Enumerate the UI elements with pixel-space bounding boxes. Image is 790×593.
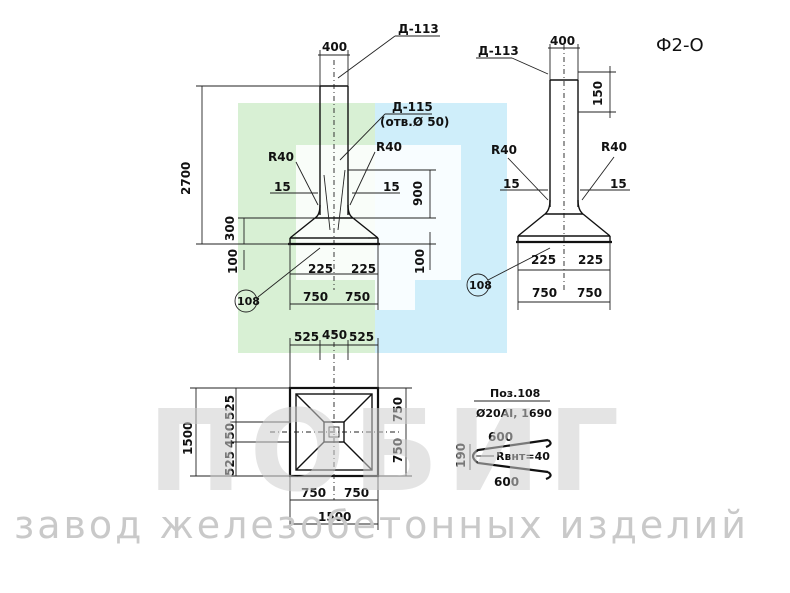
front-half-right: 750 <box>345 290 370 304</box>
bar-detail-height: 190 <box>454 443 468 468</box>
bar-detail-length-bottom: 600 <box>494 475 519 489</box>
side-inner-right: 225 <box>578 253 603 267</box>
plan-right-b: 750 <box>391 438 405 463</box>
front-top-width: 400 <box>322 40 347 54</box>
bar-detail-spec: Ø20AI, 1690 <box>476 407 552 420</box>
plan-bottom-total: 1500 <box>318 510 351 524</box>
front-slab-upper: 300 <box>223 216 237 241</box>
side-view <box>466 44 630 310</box>
watermark-logo-blocks <box>238 103 507 353</box>
front-radius-left: R40 <box>268 150 294 164</box>
side-half-right: 750 <box>577 286 602 300</box>
front-inner-right: 225 <box>351 262 376 276</box>
front-offset-left: 15 <box>274 180 291 194</box>
side-radius-left: R40 <box>491 143 517 157</box>
front-slab-lower: 100 <box>226 249 240 274</box>
side-offset-left: 15 <box>503 177 520 191</box>
side-radius-right: R40 <box>601 140 627 154</box>
front-offset-right: 15 <box>383 180 400 194</box>
front-view <box>196 35 440 313</box>
front-inner-left: 225 <box>308 262 333 276</box>
plan-left-b: 450 <box>223 423 237 448</box>
plan-view <box>190 330 412 530</box>
side-bar-pos: 108 <box>469 279 492 292</box>
plan-bottom-left: 750 <box>301 486 326 500</box>
side-top-width: 400 <box>550 34 575 48</box>
plan-right-a: 750 <box>391 397 405 422</box>
bar-detail-position: Поз.108 <box>490 387 540 400</box>
watermark-caption: завод железобетонных изделий <box>14 503 749 547</box>
bar-detail-radius: Rвнт=40 <box>496 450 550 463</box>
front-neck-height: 900 <box>411 181 425 206</box>
drawing-title: Ф2-О <box>656 35 704 56</box>
front-callout-hole: Д-115 <box>392 100 433 114</box>
front-height-total: 2700 <box>179 162 193 195</box>
plan-top-c: 525 <box>349 330 374 344</box>
plan-top-a: 525 <box>294 330 319 344</box>
side-half-left: 750 <box>532 286 557 300</box>
plan-top-b: 450 <box>322 328 347 342</box>
front-radius-right: R40 <box>376 140 402 154</box>
plan-height-total: 1500 <box>181 422 195 455</box>
plan-bottom-right: 750 <box>344 486 369 500</box>
front-callout-hole-note: (отв.Ø 50) <box>380 115 449 129</box>
front-slab-right: 100 <box>413 249 427 274</box>
front-callout-top: Д-113 <box>398 22 439 36</box>
watermark-logo-text: ПОБИГ <box>148 387 627 517</box>
side-callout-top: Д-113 <box>478 44 519 58</box>
side-offset-right: 15 <box>610 177 627 191</box>
bar-detail-length-top: 600 <box>488 430 513 444</box>
front-bar-pos: 108 <box>237 295 260 308</box>
side-inner-left: 225 <box>531 253 556 267</box>
plan-left-a: 525 <box>223 395 237 420</box>
plan-left-c: 525 <box>223 451 237 476</box>
front-half-left: 750 <box>303 290 328 304</box>
side-cap-height: 150 <box>591 81 605 106</box>
bar-detail <box>469 400 552 481</box>
